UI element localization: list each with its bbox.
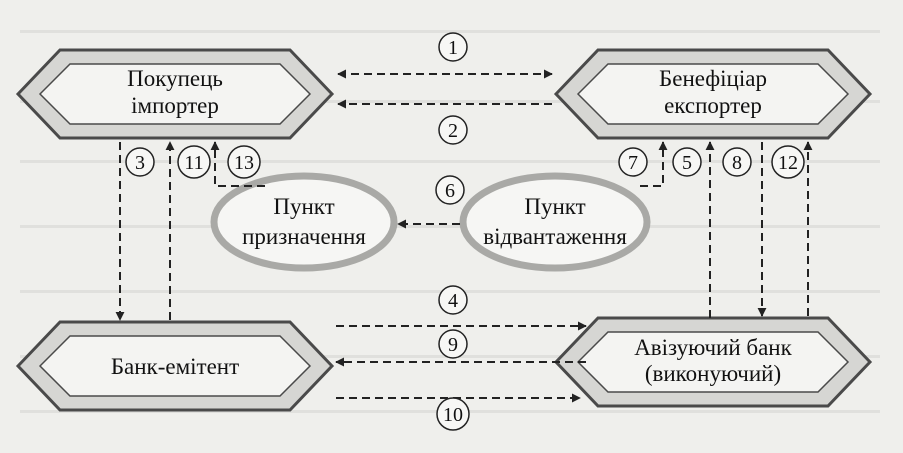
step-12-label: 12 bbox=[778, 152, 798, 174]
node-shipment-point: Пункт відвантаження bbox=[459, 172, 651, 272]
issuing-bank-label: Банк-емітент bbox=[111, 354, 239, 379]
step-9-label: 9 bbox=[448, 334, 458, 356]
step-marker-2: 2 bbox=[438, 115, 468, 145]
step-13-label: 13 bbox=[234, 152, 254, 174]
advising-bank-label-line1: Авізуючий банк bbox=[634, 335, 792, 360]
step-marker-12: 12 bbox=[771, 145, 805, 179]
step-marker-5: 5 bbox=[672, 147, 702, 177]
step-number-markers: 1 2 3 11 13 6 7 5 bbox=[125, 32, 805, 431]
shipment-label-line2: відвантаження bbox=[483, 224, 627, 249]
step-marker-13: 13 bbox=[227, 145, 261, 179]
step-marker-1: 1 bbox=[438, 32, 468, 62]
step-5-label: 5 bbox=[682, 152, 692, 174]
arrow-7 bbox=[640, 141, 668, 187]
beneficiary-label-line1: Бенефіціар bbox=[659, 66, 767, 91]
step-marker-9: 9 bbox=[438, 329, 468, 359]
step-6-label: 6 bbox=[445, 180, 455, 202]
step-marker-6: 6 bbox=[435, 175, 465, 205]
step-8-label: 8 bbox=[732, 152, 742, 174]
step-1-label: 1 bbox=[448, 37, 458, 59]
shipment-label-line1: Пункт bbox=[524, 194, 585, 219]
advising-bank-label-line2: (виконуючий) bbox=[645, 361, 781, 386]
destination-label-line1: Пункт bbox=[273, 194, 334, 219]
buyer-label-line2: імпортер bbox=[131, 93, 219, 118]
node-advising-bank: Авізуючий банк (виконуючий) bbox=[553, 316, 873, 408]
node-buyer-importer: Покупець імпортер bbox=[15, 48, 335, 140]
node-destination-point: Пункт призначення bbox=[210, 172, 398, 272]
step-marker-7: 7 bbox=[618, 147, 648, 177]
buyer-label-line1: Покупець bbox=[127, 66, 223, 91]
destination-label-line2: призначення bbox=[242, 224, 366, 249]
step-marker-4: 4 bbox=[438, 285, 468, 315]
step-3-label: 3 bbox=[135, 152, 145, 174]
step-2-label: 2 bbox=[448, 120, 458, 142]
step-10-label: 10 bbox=[443, 404, 463, 426]
flow-arrows bbox=[115, 69, 813, 403]
beneficiary-label-line2: експортер bbox=[664, 93, 762, 118]
step-7-label: 7 bbox=[628, 152, 638, 174]
node-beneficiary-exporter: Бенефіціар експортер bbox=[553, 48, 873, 140]
arrow-13 bbox=[210, 141, 265, 187]
step-11-label: 11 bbox=[184, 152, 203, 174]
step-marker-3: 3 bbox=[125, 147, 155, 177]
step-marker-8: 8 bbox=[722, 147, 752, 177]
step-marker-11: 11 bbox=[177, 145, 211, 179]
step-marker-10: 10 bbox=[436, 397, 470, 431]
node-issuing-bank: Банк-емітент bbox=[15, 320, 335, 412]
step-4-label: 4 bbox=[448, 290, 458, 312]
